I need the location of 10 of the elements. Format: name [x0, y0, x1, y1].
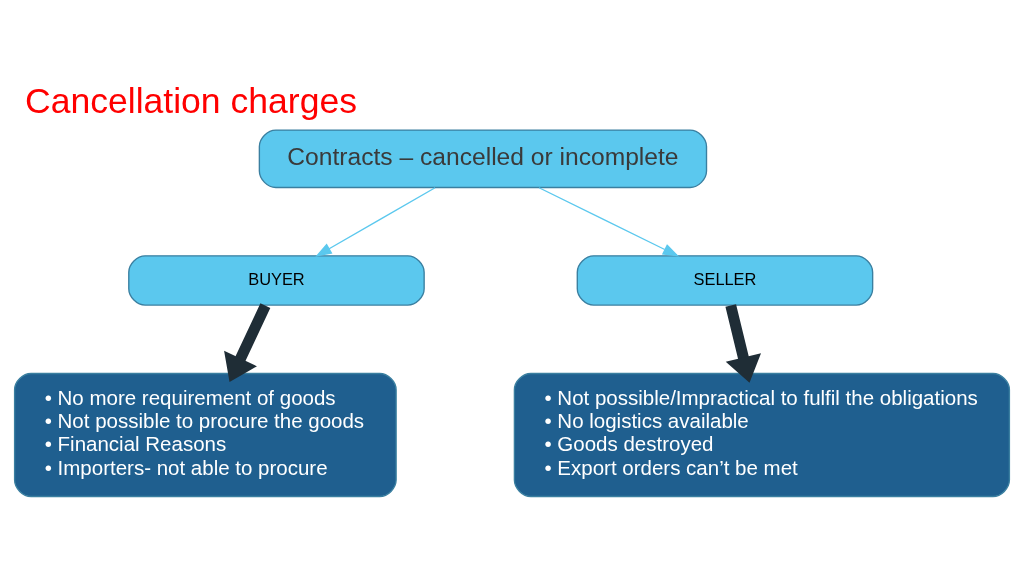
arrow [224, 302, 271, 382]
arrow [538, 186, 680, 257]
node-box: SELLER [576, 254, 874, 306]
diagram-title: Cancellation charges [25, 80, 357, 121]
node-box: Contracts – cancelled or incomplete [258, 128, 708, 188]
node-box: BUYER [128, 254, 425, 306]
node-box: • Not possible/Impractical to fulfil the obligations • No logistics available • Goods destroyed • Export orders can’t be met [513, 372, 1011, 497]
arrow [725, 303, 761, 383]
arrow [315, 186, 436, 257]
node-box: • No more requirement of goods • Not possible to procure the goods • Financial Reasons • Importers- not able to procure [13, 372, 397, 497]
